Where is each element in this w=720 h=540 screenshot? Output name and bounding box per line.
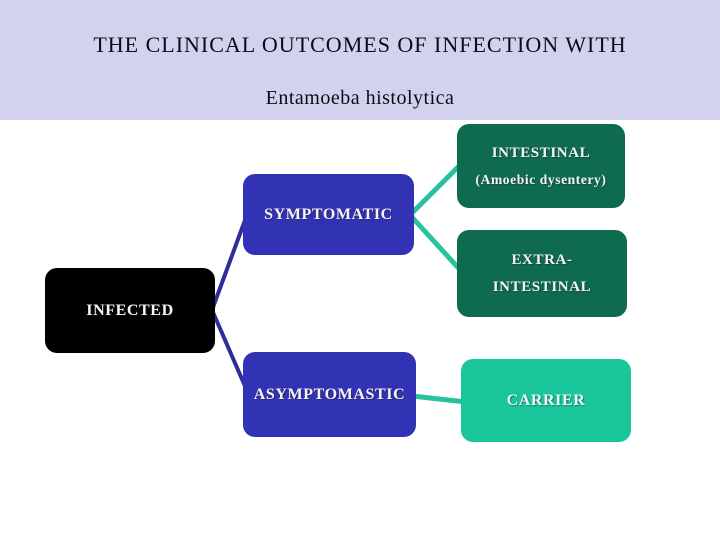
node-extra-intestinal: EXTRA- INTESTINAL	[457, 230, 627, 317]
node-symptomatic-label: SYMPTOMATIC	[264, 205, 393, 223]
node-extra-intestinal-label-line1: EXTRA-	[511, 251, 573, 268]
header-band	[0, 0, 720, 120]
node-intestinal: INTESTINAL (Amoebic dysentery)	[457, 124, 625, 208]
connector-symptomatic-extraintestinal	[407, 212, 465, 275]
node-infected-label: INFECTED	[86, 301, 174, 319]
node-asymptomatic-label: ASYMPTOMASTIC	[253, 385, 406, 403]
slide-subtitle: Entamoeba histolytica	[265, 87, 455, 109]
connector-infected-asymptomatic	[210, 308, 250, 395]
node-extra-intestinal-label-line2: INTESTINAL	[492, 278, 592, 295]
node-intestinal-label: INTESTINAL	[491, 144, 591, 161]
node-infected: INFECTED	[45, 268, 215, 353]
connector-symptomatic-intestinal	[407, 160, 465, 218]
connector-infected-symptomatic	[210, 210, 250, 312]
slide-title: THE CLINICAL OUTCOMES OF INFECTION WITH	[93, 32, 627, 57]
connector-asymptomatic-carrier	[409, 393, 469, 405]
node-asymptomatic: ASYMPTOMASTIC	[243, 352, 416, 437]
node-carrier: CARRIER	[461, 359, 631, 442]
node-intestinal-sublabel: (Amoebic dysentery)	[475, 171, 607, 187]
node-symptomatic: SYMPTOMATIC	[243, 174, 414, 255]
node-carrier-label: CARRIER	[506, 391, 586, 409]
